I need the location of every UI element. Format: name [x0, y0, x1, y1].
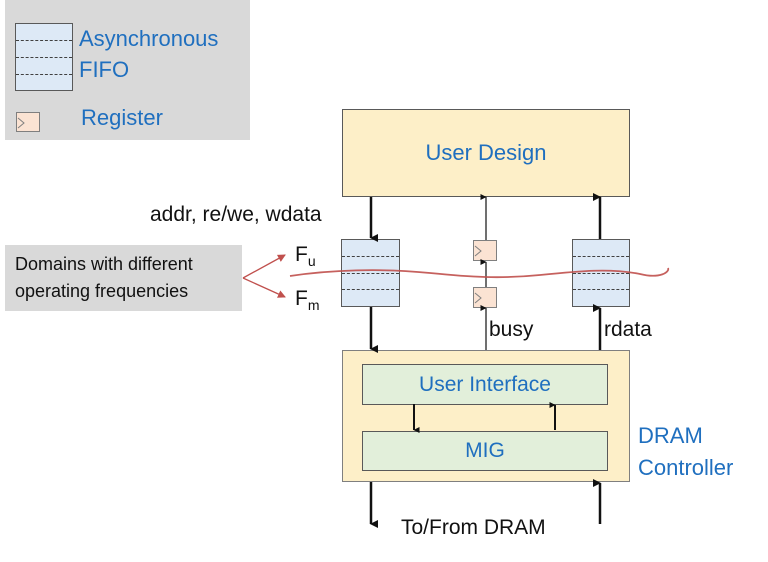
dram-io-label: To/From DRAM — [401, 516, 546, 539]
dram-controller-block: User Interface MIG — [342, 350, 630, 482]
rdata-label: rdata — [604, 318, 652, 341]
legend-register-icon — [16, 112, 40, 132]
legend-fifo-label-line1: Asynchronous — [79, 26, 219, 51]
fu-sub: u — [307, 253, 316, 270]
user-interface-label: User Interface — [419, 372, 551, 396]
user-interface-block: User Interface — [362, 364, 608, 405]
user-design-block: User Design — [342, 109, 630, 197]
mig-block: MIG — [362, 431, 608, 471]
fifo-read — [572, 239, 630, 307]
fifo-write — [341, 239, 400, 307]
user-design-label: User Design — [425, 140, 547, 165]
pointer-to-fm — [242, 277, 286, 298]
register-upper — [473, 240, 497, 261]
fm-label: Fm — [295, 287, 320, 313]
legend-box: Asynchronous FIFO Register — [5, 0, 250, 140]
busy-label: busy — [489, 318, 534, 341]
domains-label-line2: operating frequencies — [15, 281, 189, 301]
fu-label: Fu — [295, 243, 316, 269]
fm-sub: m — [307, 297, 320, 314]
dram-controller-label-line2: Controller — [638, 455, 734, 480]
domains-label-line1: Domains with different — [15, 254, 193, 274]
legend-fifo-label-line2: FIFO — [79, 57, 130, 82]
fu-base: F — [295, 243, 308, 266]
pointer-to-fu — [242, 254, 286, 279]
legend-fifo-icon — [15, 23, 73, 91]
domains-label-box: Domains with different operating frequen… — [5, 245, 242, 311]
mig-label: MIG — [465, 439, 505, 462]
legend-register-label: Register — [81, 105, 163, 130]
input-bus-label: addr, re/we, wdata — [150, 203, 322, 226]
fm-base: F — [295, 287, 308, 310]
dram-controller-label-line1: DRAM — [638, 423, 703, 448]
register-lower — [473, 287, 497, 308]
